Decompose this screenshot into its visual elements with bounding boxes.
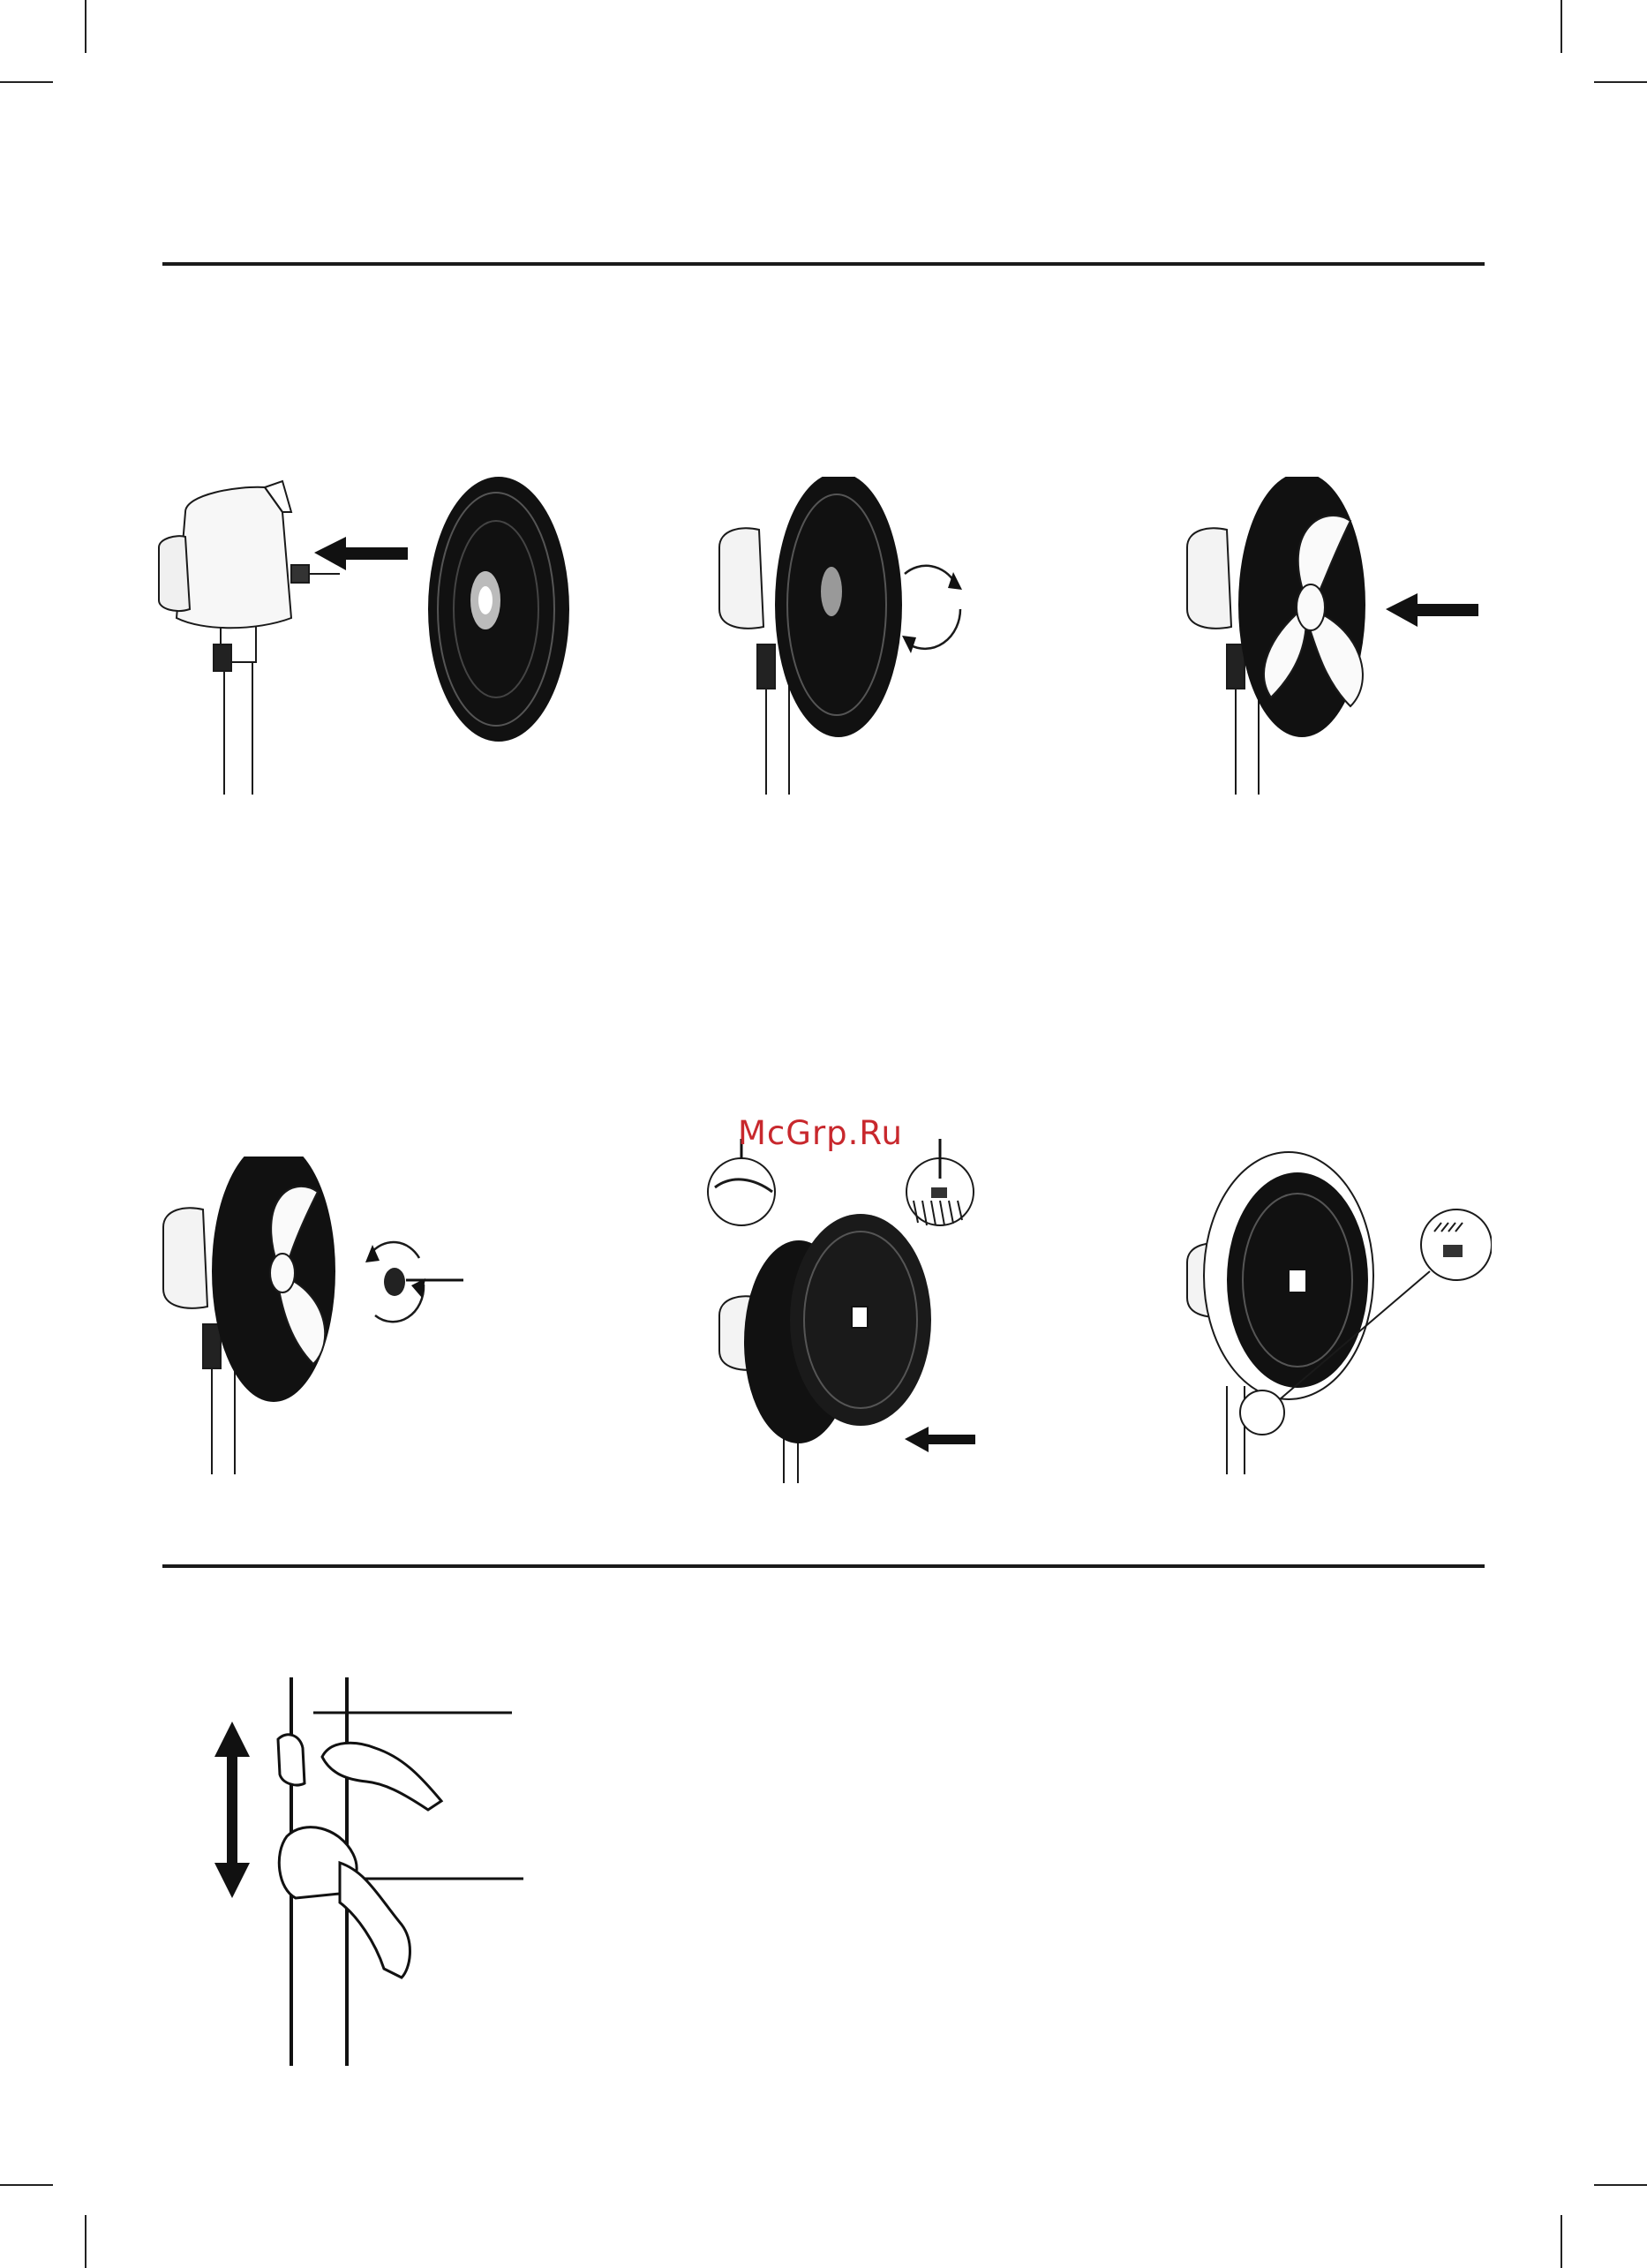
- crop-mark-bottom-right-v: [1561, 2215, 1562, 2268]
- crop-mark-top-left-h: [0, 81, 53, 83]
- front-grille-hooks-figure: [706, 1139, 980, 1492]
- section-rule-middle: [162, 1564, 1485, 1568]
- crop-mark-top-right-h: [1594, 81, 1647, 83]
- height-adjust-figure: [199, 1677, 534, 2075]
- section-rule-top: [162, 262, 1485, 266]
- insert-arrow: [1386, 593, 1478, 627]
- grille-clip-figure: [1174, 1148, 1492, 1483]
- insert-arrow: [905, 1427, 975, 1452]
- watermark: McGrp.Ru: [738, 1114, 903, 1152]
- rotate-grille-nut-figure: [706, 477, 1024, 803]
- insert-blade-figure: [1174, 477, 1492, 803]
- insert-arrow: [314, 537, 408, 570]
- crop-mark-bottom-left-v: [85, 2215, 86, 2268]
- up-down-arrow-icon: [214, 1722, 250, 1898]
- spinner-cap-figure: [150, 1157, 494, 1483]
- attach-rear-grille-figure: [150, 477, 574, 803]
- crop-mark-bottom-left-h: [0, 2184, 53, 2186]
- crop-mark-top-right-v: [1561, 0, 1562, 53]
- crop-mark-bottom-right-h: [1594, 2184, 1647, 2186]
- crop-mark-top-left-v: [85, 0, 86, 53]
